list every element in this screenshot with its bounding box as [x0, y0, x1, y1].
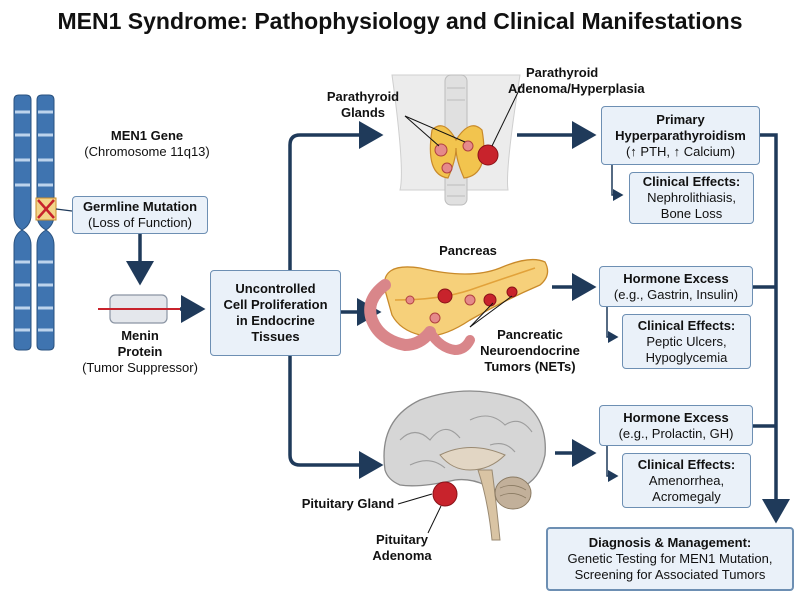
proliferation-line3: in Endocrine [236, 313, 315, 328]
gene-name: MEN1 Gene [110, 128, 184, 143]
primary-hyperparathyroidism-box: Primary Hyperparathyroidism (↑ PTH, ↑ Ca… [601, 106, 760, 165]
pituitary-adenoma-line2: Adenoma [372, 548, 432, 563]
menin-detail: (Tumor Suppressor) [82, 360, 198, 375]
pituitary-adenoma-label: Pituitary Adenoma [357, 532, 447, 564]
pancreatic-tumor-line3: Tumors (NETs) [484, 359, 576, 374]
pancreas-hormone-detail: (e.g., Gastrin, Insulin) [613, 286, 739, 302]
pituitary-hormone-box: Hormone Excess (e.g., Prolactin, GH) [599, 405, 753, 446]
pancreas-clinical-title: Clinical Effects: [637, 317, 736, 333]
menin-line1: Menin [121, 328, 159, 343]
pituitary-clinical-title: Clinical Effects: [637, 456, 736, 472]
pancreas-hormone-box: Hormone Excess (e.g., Gastrin, Insulin) [599, 266, 753, 307]
pancreas-illustration [364, 258, 549, 356]
menin-label: Menin Protein (Tumor Suppressor) [70, 328, 210, 376]
parathyroid-clinical-title: Clinical Effects: [642, 174, 741, 189]
pituitary-clinical-box: Clinical Effects: Amenorrhea, Acromegaly [622, 453, 751, 508]
diagnosis-line2: Screening for Associated Tumors [574, 567, 766, 582]
hyperparathyroidism-line1: Primary [656, 111, 705, 127]
gene-location: (Chromosome 11q13) [84, 144, 210, 159]
hyperparathyroidism-detail: (↑ PTH, ↑ Calcium) [625, 143, 736, 159]
chromosome-illustration [13, 94, 73, 351]
pancreas-label: Pancreas [428, 243, 508, 259]
pituitary-hormone-detail: (e.g., Prolactin, GH) [618, 425, 734, 441]
parathyroid-clinical-box: Clinical Effects: Nephrolithiasis, Bone … [629, 172, 754, 224]
proliferation-line1: Uncontrolled [235, 281, 316, 296]
pituitary-adenoma-line1: Pituitary [375, 532, 428, 547]
diagnosis-title: Diagnosis & Management: [588, 535, 752, 550]
parathyroid-glands-line1: Parathyroid [326, 89, 400, 104]
diagnosis-management-box: Diagnosis & Management: Genetic Testing … [546, 527, 794, 591]
parathyroid-clinical-2: Bone Loss [660, 206, 723, 221]
proliferation-box: Uncontrolled Cell Proliferation in Endoc… [210, 270, 341, 356]
menin-line2: Protein [117, 344, 163, 359]
pituitary-gland-text: Pituitary Gland [301, 496, 395, 511]
gene-label: MEN1 Gene (Chromosome 11q13) [72, 128, 222, 160]
menin-protein-illustration [98, 294, 180, 324]
proliferation-line2: Cell Proliferation [223, 297, 328, 312]
parathyroid-clinical-1: Nephrolithiasis, [647, 190, 736, 205]
pancreas-clinical-box: Clinical Effects: Peptic Ulcers, Hypogly… [622, 314, 751, 369]
pituitary-clinical-1: Amenorrhea, [648, 472, 725, 488]
pituitary-clinical-2: Acromegaly [652, 488, 721, 504]
mutation-detail: (Loss of Function) [87, 215, 193, 230]
parathyroid-adenoma-line1: Parathyroid [526, 65, 599, 80]
pancreas-clinical-2: Hypoglycemia [645, 349, 728, 365]
brain-illustration [383, 390, 546, 541]
mutation-name: Germline Mutation [82, 199, 198, 214]
diagnosis-line1: Genetic Testing for MEN1 Mutation, [567, 551, 773, 566]
parathyroid-illustration [391, 74, 523, 206]
pancreas-hormone-title: Hormone Excess [623, 270, 729, 286]
pituitary-gland-label: Pituitary Gland [296, 496, 400, 512]
parathyroid-adenoma-line2: Adenoma/Hyperplasia [508, 81, 645, 96]
pancreas-clinical-1: Peptic Ulcers, [646, 333, 727, 349]
parathyroid-glands-label: Parathyroid Glands [318, 89, 408, 121]
hyperparathyroidism-line2: Hyperparathyroidism [615, 127, 746, 143]
pancreas-label-text: Pancreas [439, 243, 497, 258]
diagram-title: MEN1 Syndrome: Pathophysiology and Clini… [57, 8, 743, 34]
pancreatic-tumor-label: Pancreatic Neuroendocrine Tumors (NETs) [470, 327, 590, 375]
parathyroid-adenoma-label: Parathyroid Adenoma/Hyperplasia [508, 65, 683, 97]
germline-mutation-box: Germline Mutation (Loss of Function) [72, 196, 208, 234]
pituitary-hormone-title: Hormone Excess [623, 409, 729, 425]
pancreatic-tumor-line1: Pancreatic [497, 327, 563, 342]
proliferation-line4: Tissues [251, 329, 300, 344]
parathyroid-glands-line2: Glands [340, 105, 386, 120]
pancreatic-tumor-line2: Neuroendocrine [480, 343, 580, 358]
